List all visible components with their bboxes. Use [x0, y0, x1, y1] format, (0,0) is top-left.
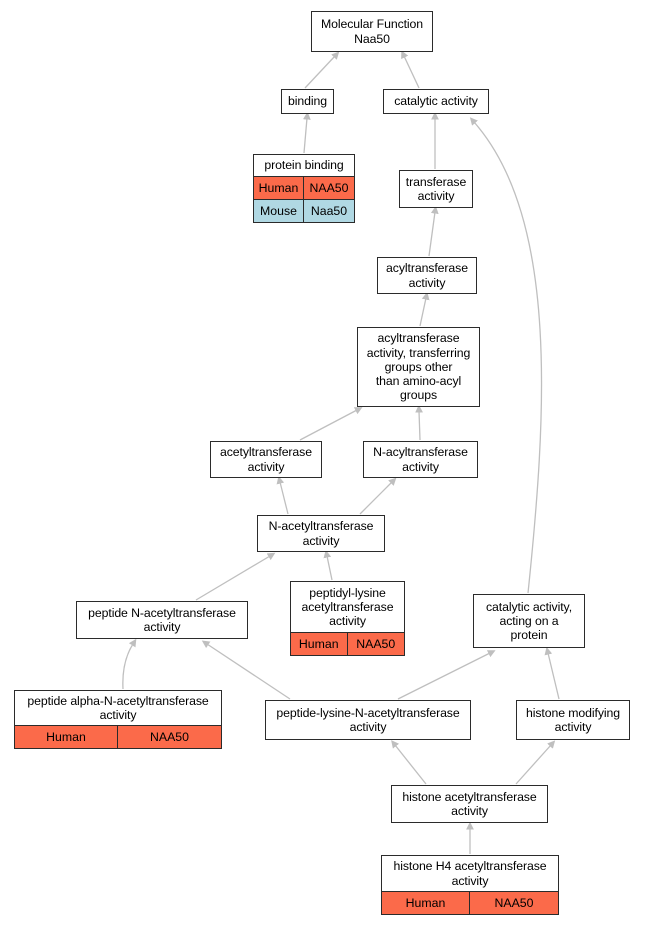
edge-histone_acetyltransferase-to-peptide_lysine_n_acetyltransferase: [391, 740, 427, 785]
edge-protein_binding-to-binding: [302, 111, 311, 154]
go-node-acetyltransferase_activity[interactable]: acetyltransferase activity: [210, 441, 322, 478]
go-node-label: peptide-lysine-N-acetyltransferase activ…: [276, 705, 460, 734]
annotation-gene: Naa50: [304, 200, 354, 222]
go-node-peptidyl_lysine_acetyltransferase[interactable]: peptidyl-lysine acetyltransferase activi…: [290, 581, 405, 656]
annotation-species: Human: [291, 633, 348, 655]
go-node-label: peptidyl-lysine acetyltransferase activi…: [301, 585, 394, 629]
annotation-species: Human: [15, 726, 118, 748]
go-node-label: acetyltransferase activity: [220, 445, 312, 474]
annotation-species: Human: [382, 892, 470, 914]
edge-acyltransferase_activity-to-transferase_activity: [428, 205, 439, 257]
go-node-label: acyltransferase activity: [386, 261, 468, 290]
edge-catalytic_activity-to-root: [401, 50, 420, 89]
edge-histone_modifying-to-catalytic_on_protein: [544, 646, 560, 700]
annotation-gene: NAA50: [347, 633, 404, 655]
go-node-label: transferase activity: [405, 174, 467, 203]
edge-catalytic_on_protein-to-catalytic_activity: [469, 117, 543, 594]
go-node-transferase_activity[interactable]: transferase activity: [399, 170, 473, 208]
edge-acyltransferase_other-to-acyltransferase_activity: [419, 291, 430, 327]
annotation-gene: NAA50: [470, 892, 558, 914]
annotation-species: Mouse: [254, 200, 304, 222]
edge-binding-to-root: [304, 51, 340, 89]
go-node-catalytic_on_protein[interactable]: catalytic activity, acting on a protein: [473, 594, 585, 648]
annotation-species: Human: [254, 177, 304, 199]
go-node-label: acyltransferase activity, transferring g…: [366, 331, 471, 403]
go-node-acyltransferase_other[interactable]: acyltransferase activity, transferring g…: [357, 327, 480, 407]
go-node-acyltransferase_activity[interactable]: acyltransferase activity: [377, 257, 477, 294]
go-node-catalytic_activity[interactable]: catalytic activity: [383, 89, 489, 114]
go-node-peptide_alpha_n_acetyltransferase[interactable]: peptide alpha-N-acetyltransferase activi…: [14, 690, 222, 749]
go-node-label: peptide alpha-N-acetyltransferase activi…: [27, 693, 209, 722]
go-node-n_acyltransferase_activity[interactable]: N-acyltransferase activity: [363, 441, 478, 478]
go-node-label: catalytic activity: [394, 94, 478, 109]
edge-n_acetyltransferase_activity-to-acetyltransferase_activity: [276, 475, 289, 515]
go-node-label: binding: [288, 94, 327, 109]
go-node-histone_modifying[interactable]: histone modifying activity: [516, 700, 630, 740]
go-node-binding[interactable]: binding: [281, 89, 334, 114]
go-node-label: protein binding: [264, 158, 344, 173]
go-node-label: catalytic activity, acting on a protein: [485, 599, 573, 643]
go-node-label: histone modifying activity: [526, 705, 620, 734]
go-node-label: histone acetyltransferase activity: [402, 789, 537, 818]
annotation-gene: NAA50: [118, 726, 221, 748]
go-node-label: peptide N-acetyltransferase activity: [88, 605, 236, 634]
go-node-label: histone H4 acetyltransferase activity: [393, 859, 547, 888]
edge-peptide_n_acetyltransferase-to-n_acetyltransferase_activity: [195, 552, 276, 601]
go-node-label: Molecular Function Naa50: [320, 17, 424, 46]
annotation-gene: NAA50: [304, 177, 354, 199]
edge-n_acyltransferase_activity-to-acyltransferase_other: [415, 404, 423, 441]
go-node-label: N-acetyltransferase activity: [268, 519, 374, 548]
edge-n_acetyltransferase_activity-to-n_acyltransferase_activity: [359, 477, 397, 515]
edge-peptide_alpha_n_acetyltransferase-to-peptide_n_acetyltransferase: [122, 638, 137, 690]
go-node-peptide_n_acetyltransferase[interactable]: peptide N-acetyltransferase activity: [76, 601, 248, 639]
go-node-peptide_lysine_n_acetyltransferase[interactable]: peptide-lysine-N-acetyltransferase activ…: [265, 700, 471, 740]
go-node-n_acetyltransferase_activity[interactable]: N-acetyltransferase activity: [257, 515, 385, 552]
edge-acetyltransferase_activity-to-acyltransferase_other: [299, 407, 363, 441]
edge-peptidyl_lysine_acetyltransferase-to-n_acetyltransferase_activity: [323, 549, 333, 581]
edge-peptide_lysine_n_acetyltransferase-to-catalytic_on_protein: [397, 650, 496, 700]
go-node-root[interactable]: Molecular Function Naa50: [311, 11, 433, 52]
edge-histone_acetyltransferase-to-histone_modifying: [515, 740, 556, 785]
go-node-histone_acetyltransferase[interactable]: histone acetyltransferase activity: [391, 785, 548, 823]
go-node-label: N-acyltransferase activity: [373, 445, 468, 474]
